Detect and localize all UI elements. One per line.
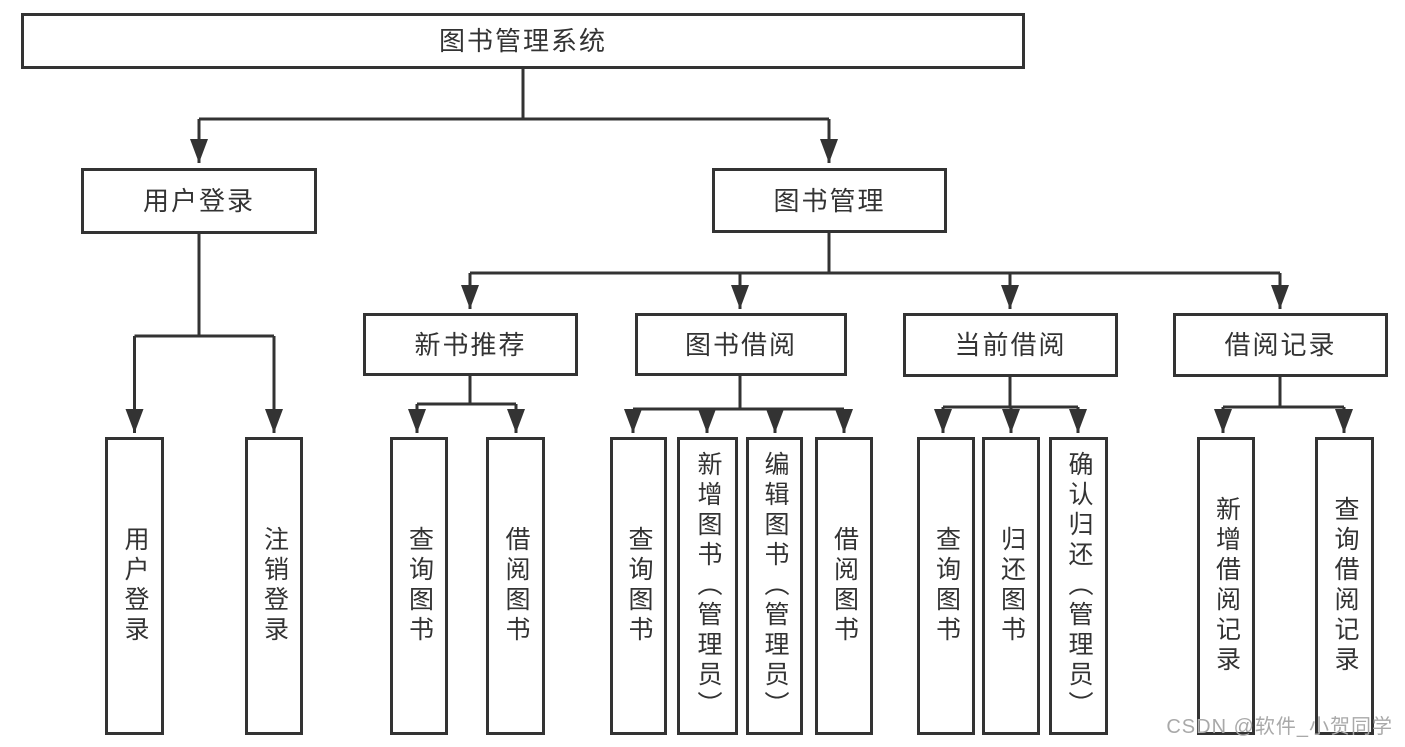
node-borrowing-records-label: 借阅记录	[1224, 330, 1337, 360]
node-leaf-query-books-3-label: 查询图书	[932, 526, 961, 646]
node-new-book-recommend: 新书推荐	[363, 313, 578, 376]
node-leaf-return-books-label: 归还图书	[997, 526, 1026, 646]
node-leaf-confirm-return-admin-label: 确认归还（管理员）	[1065, 451, 1093, 721]
node-leaf-query-books-3: 查询图书	[917, 437, 975, 735]
node-leaf-borrow-books-1: 借阅图书	[486, 437, 545, 735]
node-leaf-query-books-2: 查询图书	[610, 437, 667, 735]
node-borrowing-records: 借阅记录	[1173, 313, 1388, 377]
node-leaf-query-borrow-record: 查询借阅记录	[1315, 437, 1374, 735]
node-book-borrowing: 图书借阅	[635, 313, 847, 376]
node-leaf-query-books-1: 查询图书	[390, 437, 448, 735]
node-leaf-borrow-books-1-label: 借阅图书	[502, 526, 530, 646]
node-leaf-user-login-label: 用户登录	[121, 526, 149, 646]
node-root-label: 图书管理系统	[438, 26, 607, 56]
node-current-borrowing: 当前借阅	[903, 313, 1118, 377]
node-leaf-edit-book-admin-label: 编辑图书（管理员）	[761, 451, 789, 721]
node-book-management-label: 图书管理	[773, 185, 886, 216]
node-leaf-query-books-1-label: 查询图书	[405, 526, 434, 646]
node-user-login-label: 用户登录	[142, 186, 255, 216]
node-leaf-return-books: 归还图书	[982, 437, 1040, 735]
node-leaf-logout: 注销登录	[245, 437, 303, 735]
node-leaf-confirm-return-admin: 确认归还（管理员）	[1049, 437, 1108, 735]
node-leaf-edit-book-admin: 编辑图书（管理员）	[746, 437, 803, 735]
node-leaf-borrow-books-2: 借阅图书	[815, 437, 873, 735]
node-new-book-recommend-label: 新书推荐	[414, 329, 527, 360]
node-leaf-add-book-admin: 新增图书（管理员）	[677, 437, 738, 735]
node-leaf-add-borrow-record-label: 新增借阅记录	[1212, 496, 1241, 676]
node-book-borrowing-label: 图书借阅	[684, 329, 797, 360]
node-leaf-borrow-books-2-label: 借阅图书	[830, 526, 859, 646]
node-user-login: 用户登录	[81, 168, 317, 234]
node-root-library-system: 图书管理系统	[21, 13, 1025, 69]
node-leaf-add-borrow-record: 新增借阅记录	[1197, 437, 1255, 735]
node-leaf-query-books-2-label: 查询图书	[625, 526, 653, 646]
csdn-watermark: CSDN @软件_小贺同学	[1166, 716, 1393, 738]
node-book-management: 图书管理	[712, 168, 947, 233]
node-current-borrowing-label: 当前借阅	[954, 330, 1067, 360]
node-leaf-logout-label: 注销登录	[260, 526, 289, 646]
node-leaf-add-book-admin-label: 新增图书（管理员）	[694, 451, 722, 721]
node-leaf-user-login: 用户登录	[105, 437, 164, 735]
node-leaf-query-borrow-record-label: 查询借阅记录	[1331, 496, 1359, 676]
